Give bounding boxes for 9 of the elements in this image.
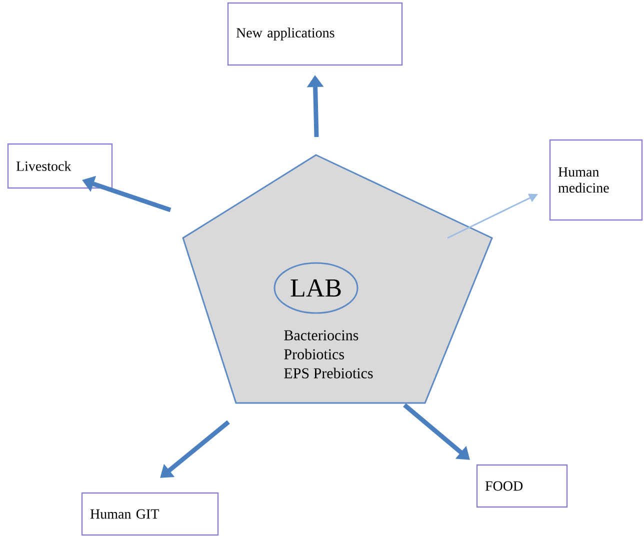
- text-box: FOOD: [476, 464, 568, 508]
- list-item: EPS Prebiotics: [284, 368, 373, 378]
- text-box: New applications: [227, 2, 403, 66]
- text-box: Livestock: [7, 143, 113, 189]
- list-item: Bacteriocins: [284, 330, 358, 340]
- text-box: Human GIT: [81, 492, 219, 536]
- list-item: Probiotics: [284, 348, 344, 360]
- pentagon: [182, 154, 493, 404]
- text-box: Human medicine: [549, 139, 643, 221]
